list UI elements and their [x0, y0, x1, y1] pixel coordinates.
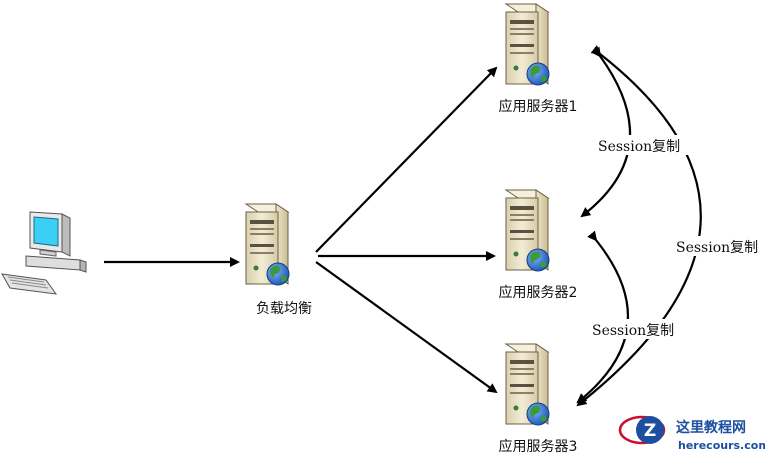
- session-label-3: Session复制: [676, 239, 758, 256]
- watermark-logo: Z 这里教程网 herecours.com: [618, 415, 765, 452]
- server3-node: 应用服务器3: [499, 343, 578, 455]
- session-label-bg-1: [596, 135, 688, 155]
- load-balancer-label: 负载均衡: [256, 301, 312, 317]
- session-label-bg-3: [674, 236, 764, 256]
- server-globe-icon: [505, 343, 550, 426]
- server-globe-icon: [245, 203, 290, 286]
- session-label-bg-2: [590, 319, 682, 339]
- logo-z-letter: Z: [644, 421, 656, 441]
- watermark-url: herecours.com: [678, 439, 765, 452]
- session-label-1: Session复制: [598, 138, 680, 155]
- edge-lb-to-server1: [315, 66, 498, 253]
- server1-label: 应用服务器1: [499, 98, 578, 115]
- session-label-2: Session复制: [592, 322, 674, 339]
- server1-node: 应用服务器1: [499, 3, 578, 115]
- server3-label: 应用服务器3: [499, 438, 578, 455]
- server-globe-icon: [505, 189, 550, 272]
- load-balancer-node: 负载均衡: [245, 203, 312, 317]
- edge-server1-server3-session: [576, 45, 702, 407]
- client-computer: [1, 211, 87, 295]
- server2-label: 应用服务器2: [499, 284, 578, 301]
- edge-lb-to-server3: [315, 261, 498, 394]
- server2-node: 应用服务器2: [499, 189, 578, 301]
- logo-z-badge-icon: [636, 416, 664, 444]
- desktop-computer-icon: [1, 211, 87, 295]
- watermark-title: 这里教程网: [676, 419, 746, 436]
- server-globe-icon: [505, 3, 550, 86]
